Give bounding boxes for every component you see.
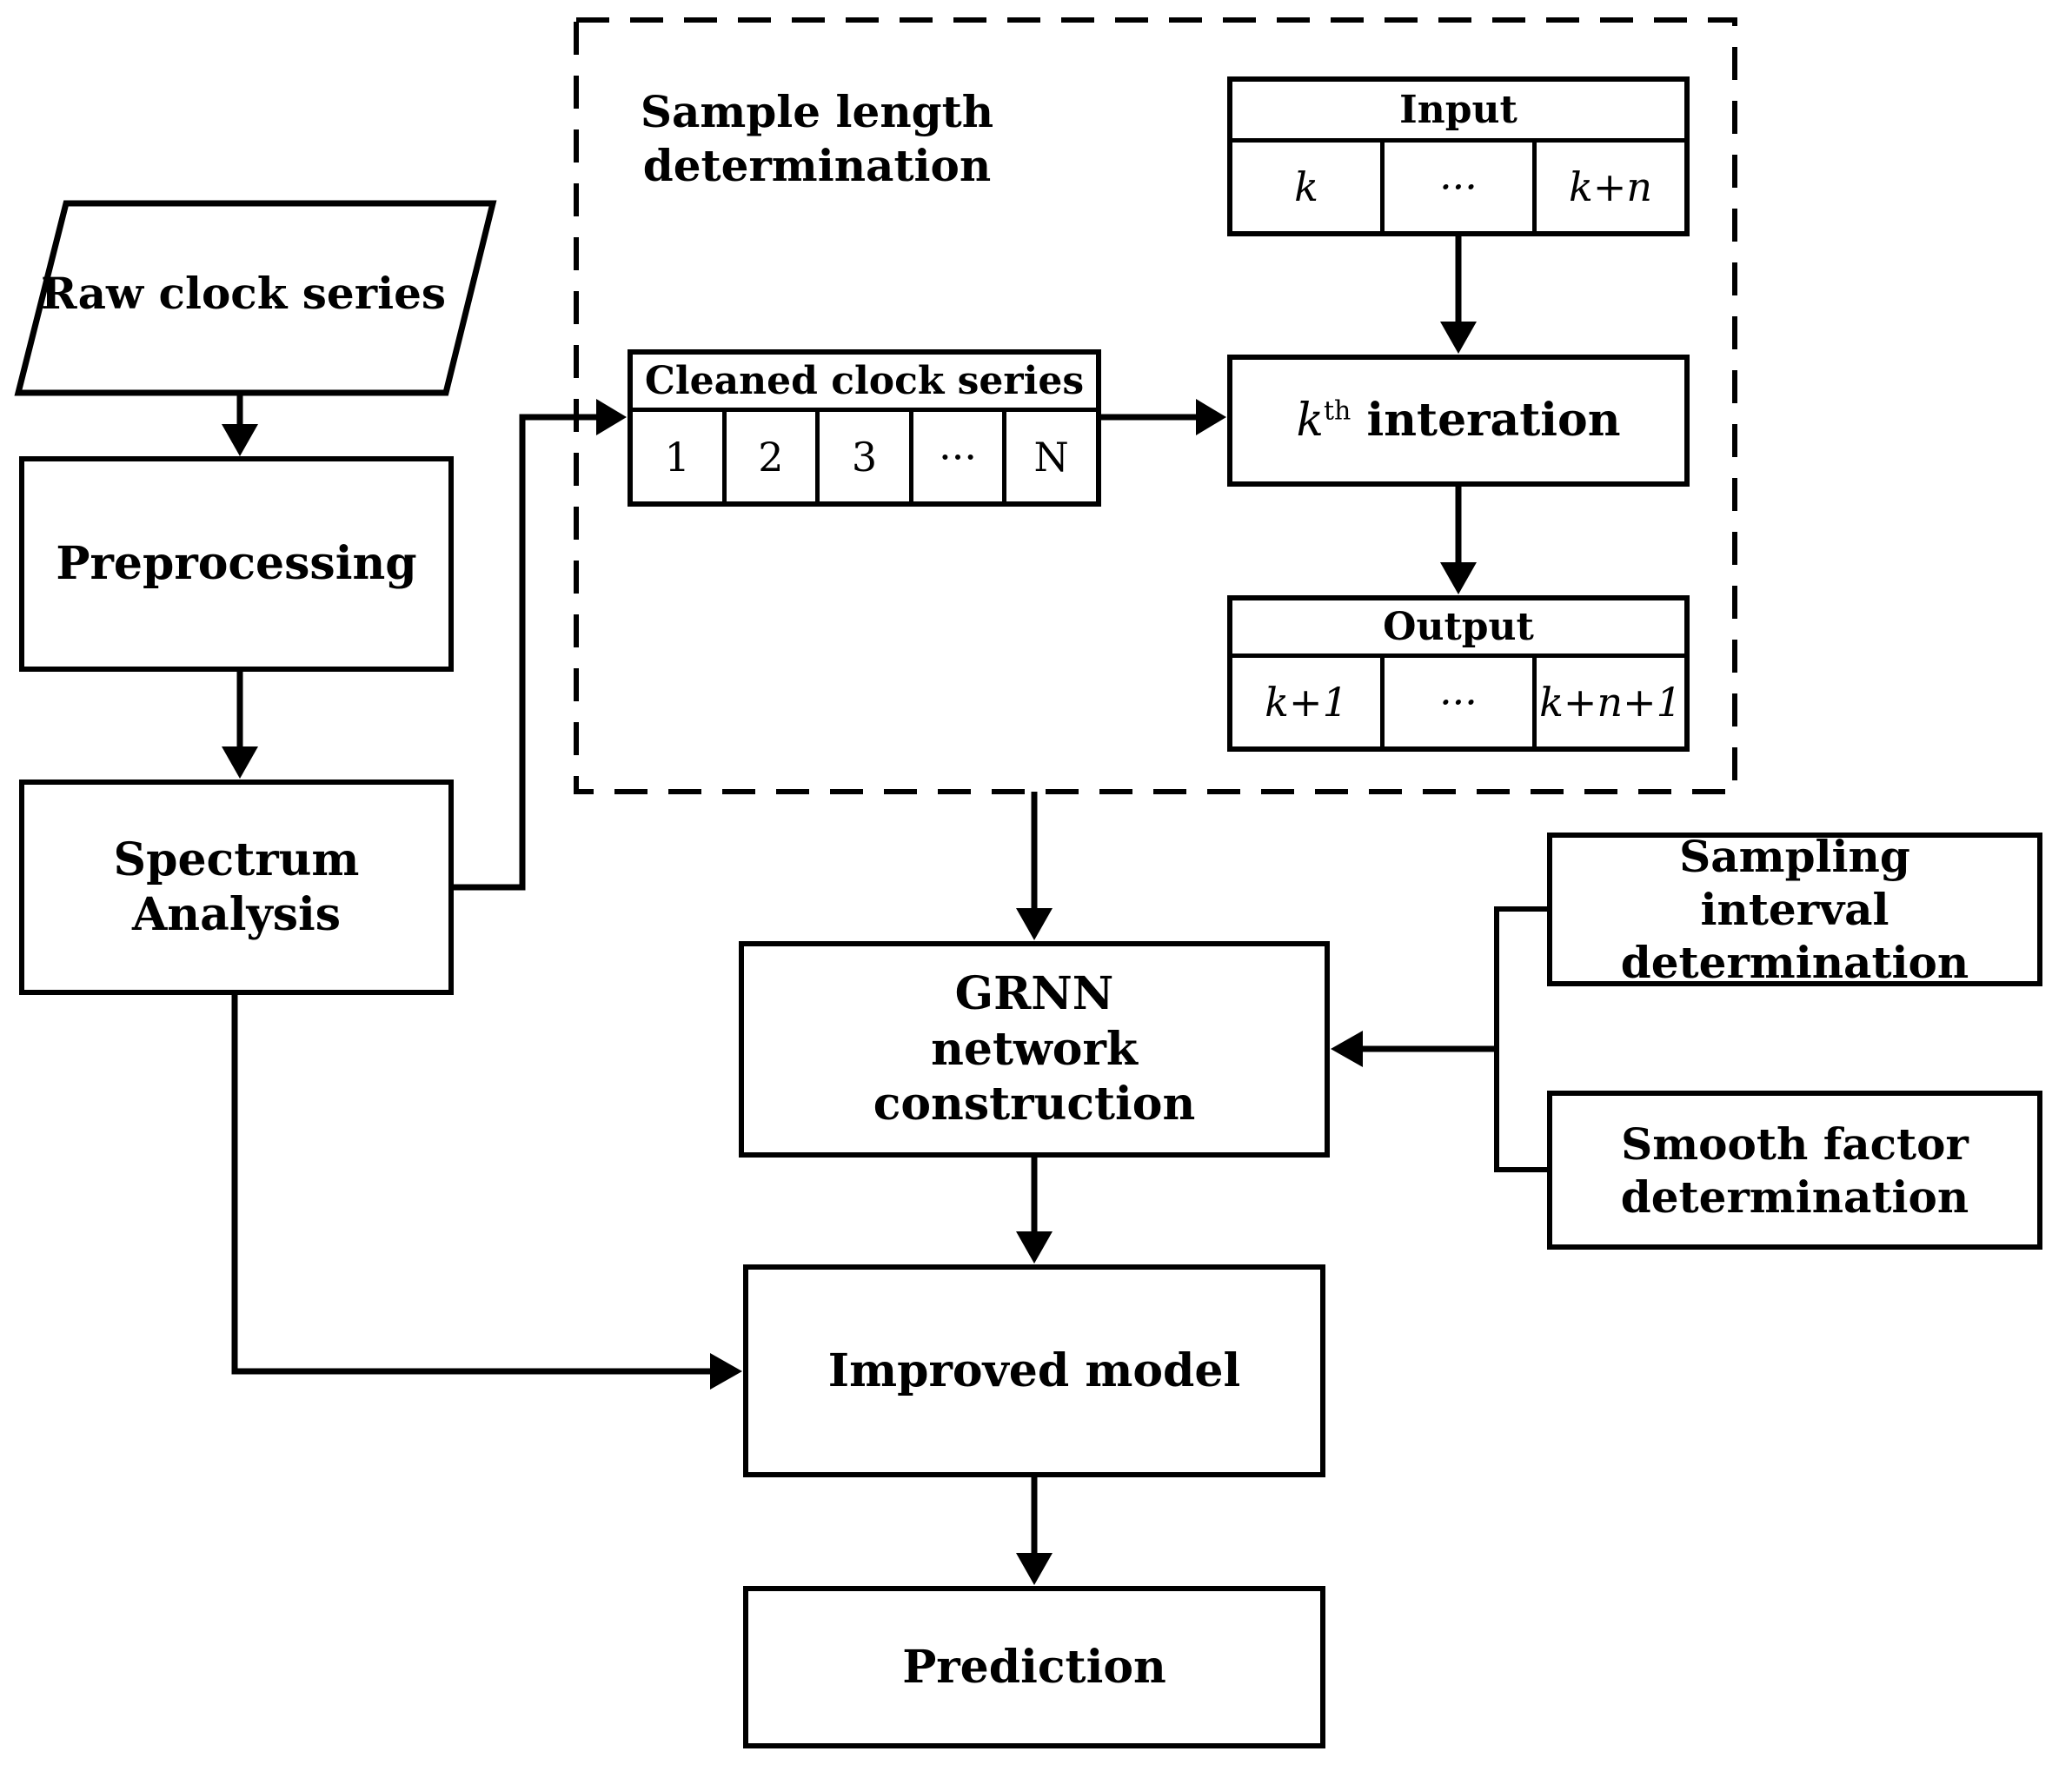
table-cleaned-cell-3: 3 — [815, 412, 909, 501]
node-kth-iteration-label: kth interation — [1296, 393, 1620, 448]
node-spectrum-analysis: Spectrum Analysis — [19, 780, 454, 995]
kth-k: k — [1296, 394, 1324, 447]
node-sampling-interval-determination: Sampling interval determination — [1547, 831, 2042, 988]
table-output-cell-k1: k+1 — [1265, 679, 1348, 726]
node-spectrum-analysis-label: Spectrum Analysis — [113, 833, 360, 941]
kth-rest: interation — [1351, 393, 1621, 447]
node-improved-model-label: Improved model — [827, 1343, 1241, 1397]
arrow-preprocessing-to-spectrum — [222, 672, 258, 779]
kth-sup: th — [1324, 395, 1351, 427]
bracket-parameter-boxes — [1494, 906, 1547, 1172]
table-cleaned-cell-1: 1 — [664, 433, 690, 481]
table-cleaned-cell-dots: ··· — [908, 412, 1003, 501]
table-cleaned-header: Cleaned clock series — [633, 355, 1096, 412]
node-smooth-factor-label: Smooth factor determination — [1620, 1118, 1969, 1223]
arrow-spectrum-to-improved-model — [231, 995, 742, 1390]
arrow-improved-model-to-prediction — [1016, 1477, 1053, 1585]
table-output-row: k+1 ··· k+n+1 — [1232, 658, 1684, 746]
table-output-cell-kn1: k+n+1 — [1532, 658, 1684, 746]
dashed-group-border — [574, 17, 1737, 794]
table-input-cell-kn: k+n — [1532, 143, 1684, 231]
node-prediction-label: Prediction — [902, 1640, 1166, 1694]
group-title-sample-length: Sample length determination — [634, 74, 999, 204]
arrow-group-to-grnn — [1016, 792, 1053, 940]
node-raw-clock-series-label: Raw clock series — [40, 267, 447, 319]
arrow-parameters-to-grnn — [1331, 1031, 1497, 1067]
table-cleaned-clock-series: Cleaned clock series 1 2 3 ··· N — [628, 349, 1101, 507]
node-improved-model: Improved model — [743, 1264, 1325, 1477]
arrow-grnn-to-improved-model — [1016, 1158, 1053, 1264]
node-grnn-network-construction: GRNN network construction — [739, 941, 1330, 1158]
node-prediction: Prediction — [743, 1586, 1325, 1748]
table-input-cell-k: k — [1294, 163, 1318, 210]
node-preprocessing-label: Preprocessing — [56, 537, 417, 591]
raw-clock-series-shape — [14, 200, 497, 396]
node-smooth-factor-determination: Smooth factor determination — [1547, 1091, 2042, 1250]
table-output: Output k+1 ··· k+n+1 — [1227, 595, 1690, 752]
arrow-raw-to-preprocessing — [222, 393, 258, 456]
table-input-row: k ··· k+n — [1232, 143, 1684, 231]
table-output-header: Output — [1232, 600, 1684, 658]
node-preprocessing: Preprocessing — [19, 456, 454, 672]
node-sampling-interval-label: Sampling interval determination — [1620, 831, 1969, 988]
node-grnn-label: GRNN network construction — [873, 967, 1196, 1131]
group-title-sample-length-label: Sample length determination — [640, 85, 994, 192]
arrow-input-to-kth-iteration — [1440, 236, 1477, 354]
table-input: Input k ··· k+n — [1227, 76, 1690, 236]
table-cleaned-cell-N: N — [1002, 412, 1096, 501]
table-input-header: Input — [1232, 82, 1684, 143]
table-input-cell-dots: ··· — [1380, 143, 1532, 231]
table-output-cell-dots: ··· — [1380, 658, 1532, 746]
arrow-kth-iteration-to-output — [1440, 487, 1477, 594]
node-kth-iteration: kth interation — [1227, 355, 1690, 487]
arrow-cleaned-series-to-kth-iteration — [1101, 399, 1226, 435]
table-cleaned-cell-2: 2 — [721, 412, 816, 501]
table-cleaned-row: 1 2 3 ··· N — [633, 412, 1096, 501]
arrow-spectrum-to-cleaned-series — [454, 399, 627, 891]
node-raw-clock-series: Raw clock series — [35, 216, 452, 372]
